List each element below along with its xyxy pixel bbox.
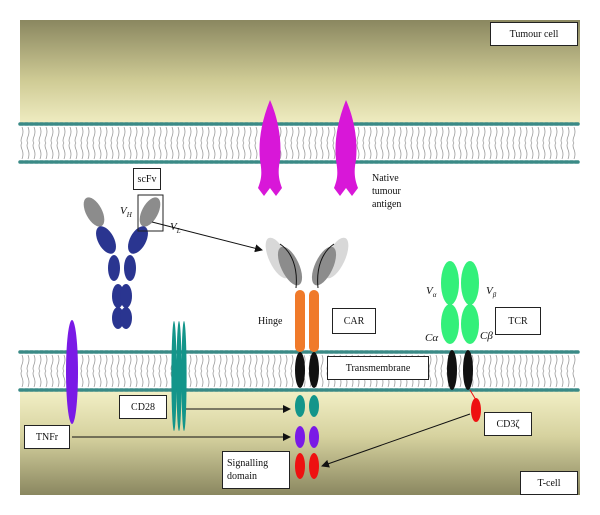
hinge-text: Hinge xyxy=(258,316,283,327)
tcr-c-alpha xyxy=(441,304,459,344)
transmembrane-text: Transmembrane xyxy=(345,362,411,374)
antibody-fc-right-2 xyxy=(120,307,132,329)
antibody-heavy-left-variable xyxy=(96,226,116,254)
cd28-receptor xyxy=(171,321,187,431)
tnf-receptor xyxy=(66,320,78,424)
vl-subscript: L xyxy=(176,227,181,236)
signalling-domain-label: Signalling domain xyxy=(222,451,290,489)
arrow-scfv-to-car xyxy=(151,221,263,253)
tumour-cell-label: Tumour cell xyxy=(490,22,578,46)
tcr-transmembrane-beta xyxy=(463,350,473,390)
c-beta-label: Cβ xyxy=(480,330,493,343)
cd3z-label: CD3ζ xyxy=(484,412,532,436)
antibody-fc-right-1 xyxy=(120,284,132,308)
car-cd28-right xyxy=(309,395,319,417)
tnfr-label: TNFr xyxy=(24,425,70,449)
car-transmembrane-right xyxy=(309,352,319,388)
car-transmembrane-left xyxy=(295,352,305,388)
v-alpha-label: Vα xyxy=(426,285,436,299)
tnfr-text: TNFr xyxy=(35,431,59,443)
car-tnfr-right xyxy=(309,426,319,448)
t-cell-text: T-cell xyxy=(537,477,561,489)
tumour-cell-region xyxy=(20,20,580,130)
vl-label: VL xyxy=(170,221,181,235)
tumour-membrane xyxy=(18,122,582,164)
vh-subscript: H xyxy=(126,211,132,220)
antibody-heavy-left-constant xyxy=(108,255,120,281)
v-alpha-main: V xyxy=(426,285,433,297)
v-beta-subscript: β xyxy=(492,291,497,300)
vh-label: VH xyxy=(120,205,132,219)
c-alpha-label: Cα xyxy=(425,332,438,345)
c-beta-text: Cβ xyxy=(480,330,493,342)
v-beta-main: V xyxy=(486,285,493,297)
cd28-strand-1 xyxy=(171,321,177,431)
arrow-cd3z-to-car xyxy=(321,413,471,468)
car-cd3z-right xyxy=(309,453,319,479)
native-tumour-antigen-text: Native tumour antigen xyxy=(372,173,402,210)
antibody-light-chain-left-variable xyxy=(83,197,105,227)
antigen-right xyxy=(334,100,358,196)
car-hinge-left xyxy=(295,290,305,352)
native-tumour-antigen-label: Native tumour antigen xyxy=(372,172,401,211)
arrows xyxy=(72,221,471,468)
tcr-v-alpha xyxy=(441,261,459,305)
tcr-text: TCR xyxy=(508,315,528,327)
antibody xyxy=(83,194,164,329)
tcr-transmembrane-alpha xyxy=(447,350,457,390)
antigen-left xyxy=(258,100,282,196)
cd28-label: CD28 xyxy=(119,395,167,419)
cd28-text: CD28 xyxy=(131,401,155,413)
antibody-heavy-right-variable xyxy=(128,226,148,254)
vl-main: V xyxy=(170,221,177,233)
cd28-strand-2 xyxy=(176,321,182,431)
cd28-strand-3 xyxy=(181,321,187,431)
car-tnfr-left xyxy=(295,426,305,448)
scfv-text: scFv xyxy=(137,173,157,185)
car-scfv-left-linker xyxy=(279,243,297,289)
scfv-highlight-box xyxy=(137,194,164,232)
tcr-c-beta xyxy=(461,304,479,344)
v-alpha-subscript: α xyxy=(432,291,437,300)
car-text: CAR xyxy=(343,315,365,327)
tcr-cd3z xyxy=(471,398,481,422)
cd3z-text: CD3ζ xyxy=(496,418,520,430)
car-cd3z-left xyxy=(295,453,305,479)
antibody-light-chain-right-variable xyxy=(139,197,161,227)
car-scfv-right-linker xyxy=(317,243,335,289)
transmembrane-label: Transmembrane xyxy=(327,356,429,380)
car-label: CAR xyxy=(332,308,376,334)
tumour-membrane-bilayer xyxy=(20,124,580,162)
v-beta-label: Vβ xyxy=(486,285,496,299)
tcr-label: TCR xyxy=(495,307,541,335)
tcr-v-beta xyxy=(461,261,479,305)
t-cell-receptor xyxy=(441,261,481,422)
chimeric-antigen-receptor xyxy=(265,237,349,479)
antibody-heavy-right-constant xyxy=(124,255,136,281)
tumour-cell-text: Tumour cell xyxy=(509,28,559,40)
t-cell-label: T-cell xyxy=(520,471,578,495)
signalling-domain-text: Signalling domain xyxy=(227,458,269,482)
hinge-label: Hinge xyxy=(258,316,282,328)
car-cd28-left xyxy=(295,395,305,417)
c-alpha-text: Cα xyxy=(425,332,439,344)
vh-main: V xyxy=(120,205,127,217)
native-tumour-antigen xyxy=(258,100,358,196)
car-hinge-right xyxy=(309,290,319,352)
scfv-label: scFv xyxy=(133,168,161,190)
